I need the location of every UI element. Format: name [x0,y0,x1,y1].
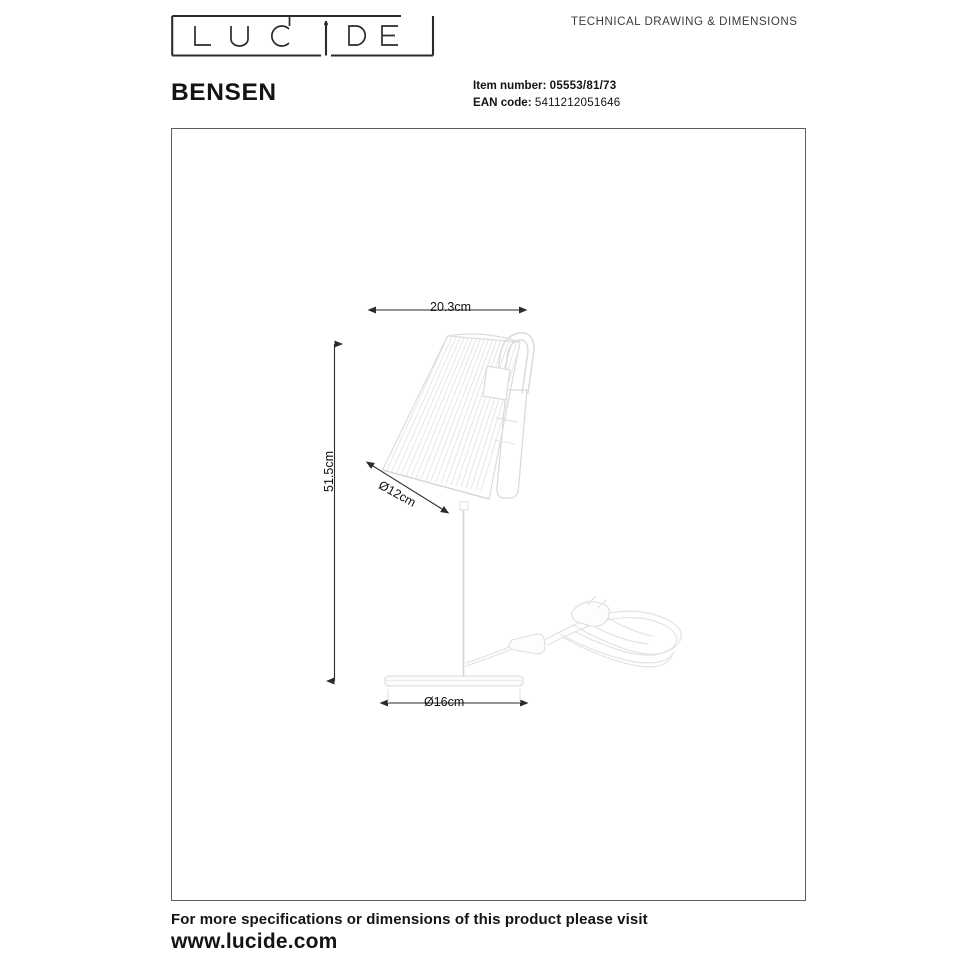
dimension-label-base-diameter: Ø16cm [424,695,465,709]
product-meta: Item number: 05553/81/73 EAN code: 54112… [473,78,620,111]
item-number-value: 05553/81/73 [549,79,617,92]
item-number-label: Item number: [473,79,547,92]
dimension-label-height: 51.5cm [322,451,336,492]
lucide-logo [171,12,436,60]
page-title: BENSEN [171,79,277,106]
ean-code-row: EAN code: 5411212051646 [473,95,620,112]
header-title: TECHNICAL DRAWING & DIMENSIONS [571,16,798,28]
lucide-logo-mark [171,14,435,57]
ean-code-label: EAN code [473,95,528,109]
dimension-label-width: 20.3cm [430,300,471,314]
footer-text: For more specifications or dimensions of… [171,911,648,928]
footer-website[interactable]: www.lucide.com [171,930,338,953]
ean-code-separator: : [527,95,532,109]
item-number-row: Item number: 05553/81/73 [473,78,620,95]
drawing-frame [171,128,806,901]
ean-code-value: 5411212051646 [534,95,621,109]
